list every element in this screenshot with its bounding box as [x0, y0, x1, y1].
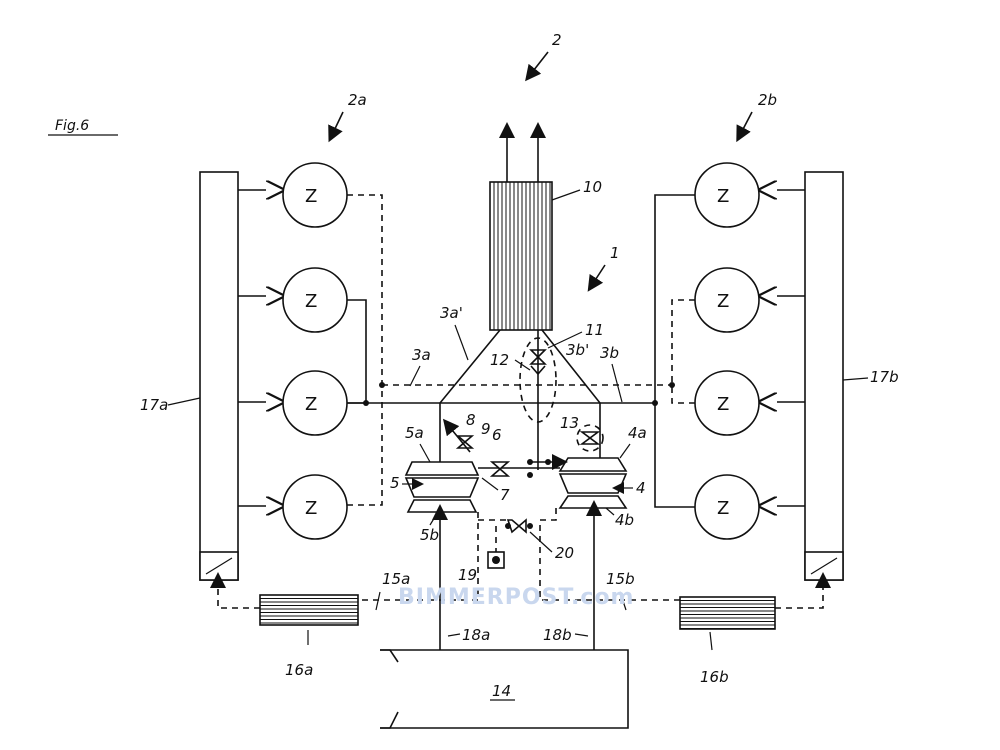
label-20: 20: [555, 544, 574, 562]
exhaust-line-3b-prime: [541, 329, 601, 420]
air-box-14: [380, 649, 629, 729]
cylinder-left-4: [282, 474, 348, 540]
label-5: 5: [390, 474, 400, 492]
label-7: 7: [500, 486, 510, 504]
exhaust-line-3b: [654, 194, 695, 508]
figure-title: Fig.6: [55, 118, 89, 134]
label-2: 2: [552, 31, 562, 49]
label-15a: 15a: [382, 570, 410, 588]
catalyst-10: [489, 181, 553, 331]
label-12: 12: [490, 351, 509, 369]
cylinder-bank-left: Z Z Z Z: [238, 162, 348, 540]
label-3a: 3a: [412, 346, 431, 364]
label-15b: 15b: [606, 570, 635, 588]
cylinder-bank-right: Z Z Z Z: [694, 162, 805, 540]
label-18a: 18a: [462, 626, 490, 644]
compressor-5b: [406, 499, 478, 513]
wastegate-13: [576, 424, 604, 452]
svg-text:Z: Z: [717, 498, 729, 519]
label-1: 1: [610, 244, 620, 262]
label-13: 13: [560, 414, 579, 432]
svg-text:Z: Z: [305, 291, 317, 312]
label-3b-prime: 3b': [566, 341, 589, 359]
label-2a: 2a: [348, 91, 367, 109]
exhaust-line-3a-dashed: [347, 194, 383, 506]
arrow-2a: [328, 111, 344, 143]
label-18b: 18b: [543, 626, 572, 644]
turbine-5a: [404, 461, 480, 476]
exhaust-line-3a-prime: [439, 329, 501, 420]
arrow-2b: [736, 111, 753, 143]
svg-text:Z: Z: [717, 186, 729, 207]
svg-text:Z: Z: [305, 498, 317, 519]
label-4b: 4b: [615, 511, 634, 529]
arrow-1: [587, 264, 606, 292]
svg-text:Z: Z: [717, 291, 729, 312]
intake-manifold-17a: [199, 171, 239, 581]
intake-manifold-17b: [804, 171, 844, 581]
label-6: 6: [492, 426, 502, 444]
intercooler-16a: [259, 594, 359, 626]
label-5b: 5b: [420, 526, 439, 544]
svg-text:Z: Z: [717, 394, 729, 415]
label-19: 19: [458, 566, 477, 584]
label-14: 14: [492, 682, 511, 700]
svg-text:Z: Z: [305, 394, 317, 415]
label-10: 10: [583, 178, 602, 196]
label-4: 4: [636, 479, 646, 497]
watermark: BIMMERPOST.com: [398, 585, 634, 610]
label-8: 8: [466, 411, 476, 429]
label-17b: 17b: [870, 368, 899, 386]
label-16a: 16a: [285, 661, 313, 679]
label-4a: 4a: [628, 424, 647, 442]
compressor-4b: [558, 495, 628, 509]
label-16b: 16b: [700, 668, 729, 686]
label-3b: 3b: [600, 344, 619, 362]
label-2b: 2b: [758, 91, 777, 109]
label-3a-prime: 3a': [440, 304, 463, 322]
label-5a: 5a: [405, 424, 424, 442]
arrow-2: [525, 51, 549, 82]
label-17a: 17a: [140, 396, 168, 414]
label-9: 9: [481, 420, 491, 438]
intercooler-16b: [679, 596, 776, 630]
label-11: 11: [585, 321, 604, 339]
valve-8: [455, 435, 475, 449]
svg-text:Z: Z: [305, 186, 317, 207]
valve-20: [506, 518, 527, 534]
turbine-4a: [558, 457, 628, 472]
valve-6: [489, 461, 511, 477]
